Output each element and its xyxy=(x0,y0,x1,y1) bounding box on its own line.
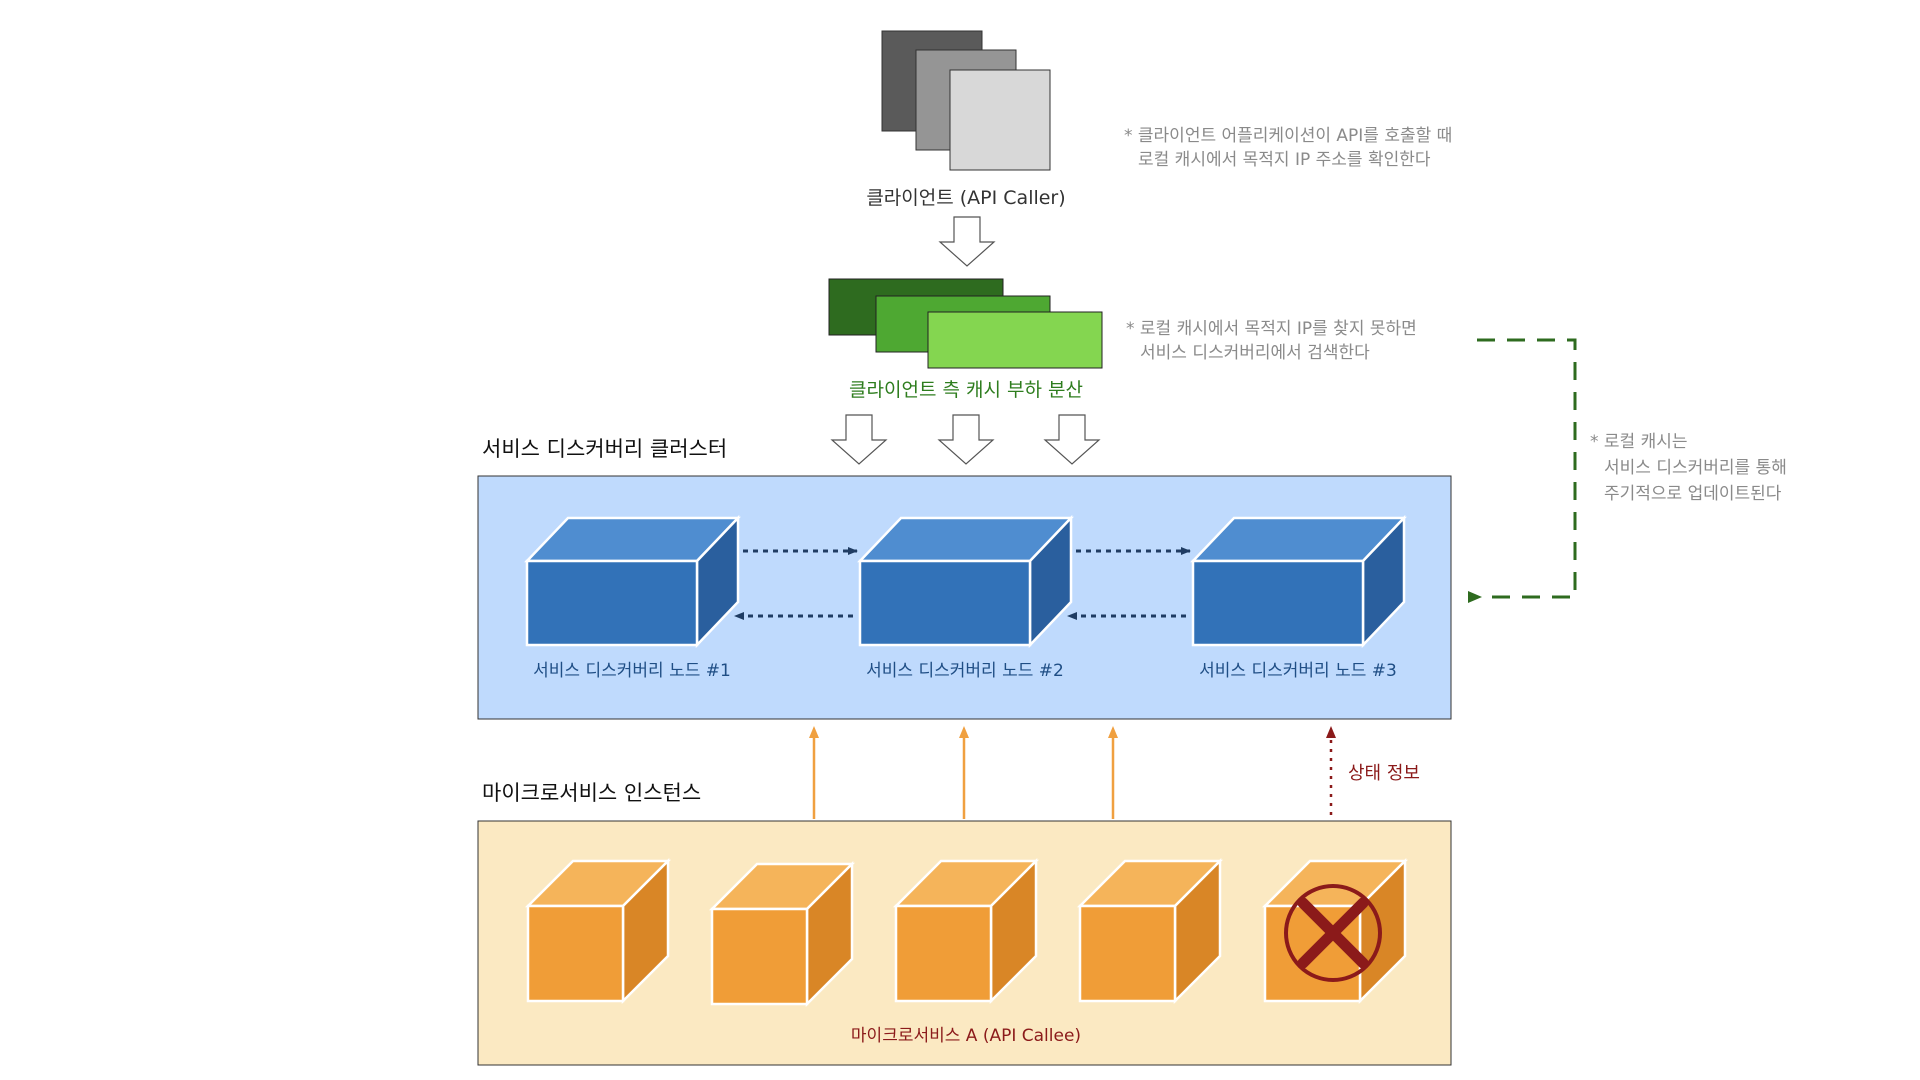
update-note-line-3: 주기적으로 업데이트된다 xyxy=(1604,484,1782,504)
client-label: 클라이언트 (API Caller) xyxy=(866,187,1065,209)
microservice-a-label: 마이크로서비스 A (API Callee) xyxy=(851,1026,1081,1046)
cache-stack-icon xyxy=(828,278,1103,369)
cache-note-line-2: 서비스 디스커버리에서 검색한다 xyxy=(1140,343,1370,363)
error-x-icon xyxy=(1284,884,1382,982)
discovery-node-2-box-icon xyxy=(857,514,1074,649)
discovery-node-3-label: 서비스 디스커버리 노드 #3 xyxy=(1199,661,1397,681)
client-note-line-1: * 클라이언트 어플리케이션이 API를 호출할 때 xyxy=(1124,126,1452,146)
hollow-down-arrow xyxy=(1043,414,1101,465)
microservice-instance-cube-icon xyxy=(1076,857,1224,1005)
discovery-node-1-label: 서비스 디스커버리 노드 #1 xyxy=(533,661,731,681)
discovery-node-2-label: 서비스 디스커버리 노드 #2 xyxy=(866,661,1064,681)
update-note-line-1: * 로컬 캐시는 xyxy=(1590,432,1688,452)
discovery-cluster-title: 서비스 디스커버리 클러스터 xyxy=(482,437,727,461)
discovery-node-1-box-icon xyxy=(524,514,741,649)
microservice-instance-cube-icon xyxy=(524,857,672,1005)
status-info-label: 상태 정보 xyxy=(1348,763,1420,784)
cache-label: 클라이언트 측 캐시 부하 분산 xyxy=(849,379,1083,401)
client-stack-icon xyxy=(881,30,1051,171)
hollow-down-arrow xyxy=(937,414,995,465)
update-note-line-2: 서비스 디스커버리를 통해 xyxy=(1604,458,1787,478)
client-note-line-2: 로컬 캐시에서 목적지 IP 주소를 확인한다 xyxy=(1138,150,1431,170)
cache-note-line-1: * 로컬 캐시에서 목적지 IP를 찾지 못하면 xyxy=(1126,319,1417,339)
discovery-node-3-box-icon xyxy=(1190,514,1407,649)
microservice-instance-cube-icon xyxy=(892,857,1040,1005)
microservice-instance-cube-icon xyxy=(708,860,856,1008)
hollow-down-arrow xyxy=(938,216,996,267)
microservice-section-title: 마이크로서비스 인스턴스 xyxy=(482,781,701,805)
hollow-down-arrow xyxy=(830,414,888,465)
cache-update-connector xyxy=(1468,338,1577,603)
